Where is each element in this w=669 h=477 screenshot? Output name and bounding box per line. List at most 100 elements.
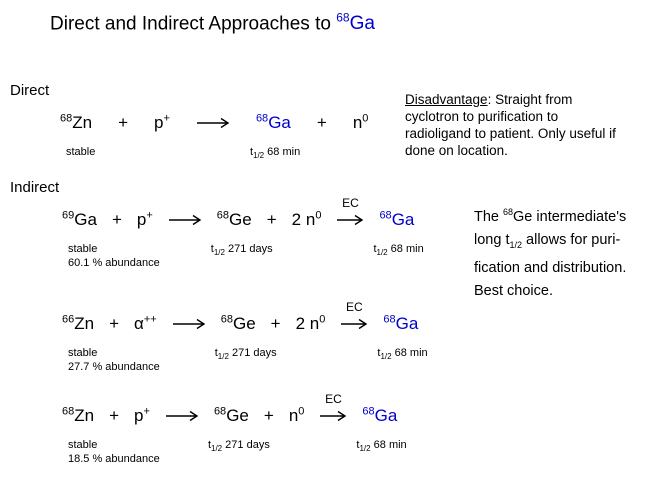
- plus-text: +: [316, 113, 327, 132]
- plus-text: +: [266, 210, 277, 229]
- ec-arrow: EC: [336, 196, 364, 232]
- side-note-text: The: [474, 208, 504, 225]
- plus-sign: +: [109, 312, 119, 336]
- right-arrow-icon: [168, 214, 202, 226]
- mass-superscript: 68: [383, 313, 396, 326]
- mass-superscript: 68: [255, 112, 269, 125]
- nuclide-formula: 68Ga: [383, 314, 418, 334]
- mass-superscript: 68: [220, 313, 233, 326]
- reactant-notes: stable 60.1 % abundance: [68, 242, 160, 270]
- product-nuclide: 68Ga t1/2 68 min: [373, 208, 423, 257]
- disadvantage-line-4: done on location.: [405, 143, 508, 158]
- plus-sign: +: [109, 404, 119, 428]
- side-note-text: long t: [474, 231, 510, 248]
- charge-superscript: +: [146, 209, 153, 222]
- plus-text: +: [109, 406, 120, 425]
- element-symbol: Ge: [232, 314, 256, 333]
- element-symbol: Ge: [229, 210, 252, 229]
- t-pre: t: [214, 347, 218, 359]
- charge-superscript: +: [143, 405, 150, 418]
- reactant-notes: stable 18.5 % abundance: [68, 438, 160, 466]
- nuclide-formula: 68Ga: [379, 210, 414, 230]
- t-post: 271 days: [224, 243, 273, 255]
- mass-superscript: 69: [62, 209, 75, 222]
- right-arrow-icon: [337, 214, 364, 226]
- element-symbol: Ga: [391, 210, 415, 229]
- particle-formula: n0: [289, 406, 305, 426]
- nuclide-formula: 68Ge: [217, 210, 252, 230]
- ec-label: EC: [325, 392, 342, 406]
- neutron-particle: n0: [289, 404, 305, 428]
- disadvantage-rest: : Straight from: [487, 92, 573, 107]
- t-sub: 1/2: [211, 444, 223, 454]
- mass-superscript: 68: [362, 405, 375, 418]
- element-symbol: Zn: [72, 113, 93, 132]
- t-post: 271 days: [222, 439, 270, 451]
- t-pre: t: [373, 243, 377, 255]
- element-symbol: Zn: [74, 406, 95, 425]
- element-symbol: Ga: [74, 210, 97, 229]
- reaction-arrow: [165, 404, 199, 428]
- stable-label: stable: [68, 243, 98, 255]
- particle-base: n: [305, 210, 316, 229]
- reactant-notes: stable: [66, 145, 95, 159]
- disadvantage-line-1: Disadvantage: Straight from: [405, 91, 616, 108]
- disadvantage-line-2: cyclotron to purification to: [405, 109, 559, 124]
- nuclide-formula: 68Zn: [62, 406, 94, 426]
- plus-sign: +: [267, 208, 277, 232]
- t-pre: t: [377, 347, 381, 359]
- plus-text: +: [270, 314, 281, 333]
- direct-reaction: 68Zn stable + p+ 68Ga t1/2 68 min + n0: [60, 111, 369, 160]
- product-nuclide: 68Ga t1/2 68 min: [250, 111, 300, 160]
- charge-superscript: ++: [143, 313, 157, 326]
- t-pre: t: [249, 146, 253, 158]
- mass-superscript: 68: [62, 405, 75, 418]
- t-post: 68 min: [391, 347, 428, 359]
- right-arrow-icon: [165, 410, 199, 422]
- ec-arrow: EC: [340, 300, 368, 336]
- alpha-particle: α++: [134, 312, 157, 336]
- t-post: 68 min: [264, 146, 301, 158]
- halflife-label: t1/2 68 min: [356, 438, 406, 456]
- plus-text: +: [111, 210, 122, 229]
- neutron-particle: 2 n0: [296, 312, 326, 336]
- particle-base: n: [309, 314, 320, 333]
- ec-label: EC: [342, 196, 359, 210]
- nuclide-formula: 68Zn: [60, 113, 92, 133]
- particle-formula: p+: [134, 406, 150, 426]
- t-post: 68 min: [370, 439, 407, 451]
- ec-arrow: EC: [319, 392, 347, 428]
- proton-particle: p+: [154, 111, 170, 135]
- direct-heading: Direct: [10, 82, 50, 99]
- halflife-label: t1/2 68 min: [373, 242, 423, 260]
- t-sub: 1/2: [509, 239, 522, 250]
- indirect-reaction-2: 66Zn stable 27.7 % abundance + α++ 68Ge …: [62, 300, 428, 373]
- plus-sign: +: [118, 111, 128, 135]
- coefficient: 2: [291, 210, 306, 229]
- reaction-arrow: [172, 312, 206, 336]
- plus-sign: +: [112, 208, 122, 232]
- reaction-arrow: [168, 208, 202, 232]
- side-note-line-1: The 68Ge intermediate's: [474, 201, 626, 229]
- nuclide-formula: 68Ga: [362, 406, 397, 426]
- t-pre: t: [207, 439, 211, 451]
- mass-superscript: 68: [213, 405, 227, 418]
- mass-superscript: 68: [216, 209, 230, 222]
- particle-formula: p+: [154, 113, 170, 133]
- reactant-nuclide: 68Zn stable: [60, 111, 95, 158]
- t-sub: 1/2: [376, 248, 388, 258]
- reactant-nuclide: 68Zn stable 18.5 % abundance: [62, 404, 160, 465]
- particle-base: α: [134, 314, 144, 333]
- intermediate-nuclide: 68Ge t1/2 271 days: [215, 312, 277, 361]
- particle-base: n: [288, 406, 299, 425]
- mass-superscript: 68: [503, 207, 514, 217]
- proton-particle: p+: [134, 404, 150, 428]
- neutron-particle: n0: [353, 111, 369, 135]
- t-sub: 1/2: [217, 352, 229, 362]
- element-symbol: Ga: [395, 314, 419, 333]
- halflife-label: t1/2 68 min: [250, 145, 300, 163]
- indirect-heading: Indirect: [10, 179, 60, 196]
- charge-superscript: 0: [362, 112, 369, 125]
- side-note-line-3: fication and distribution.: [474, 259, 627, 276]
- title-text: Direct and Indirect Approaches to: [50, 13, 337, 35]
